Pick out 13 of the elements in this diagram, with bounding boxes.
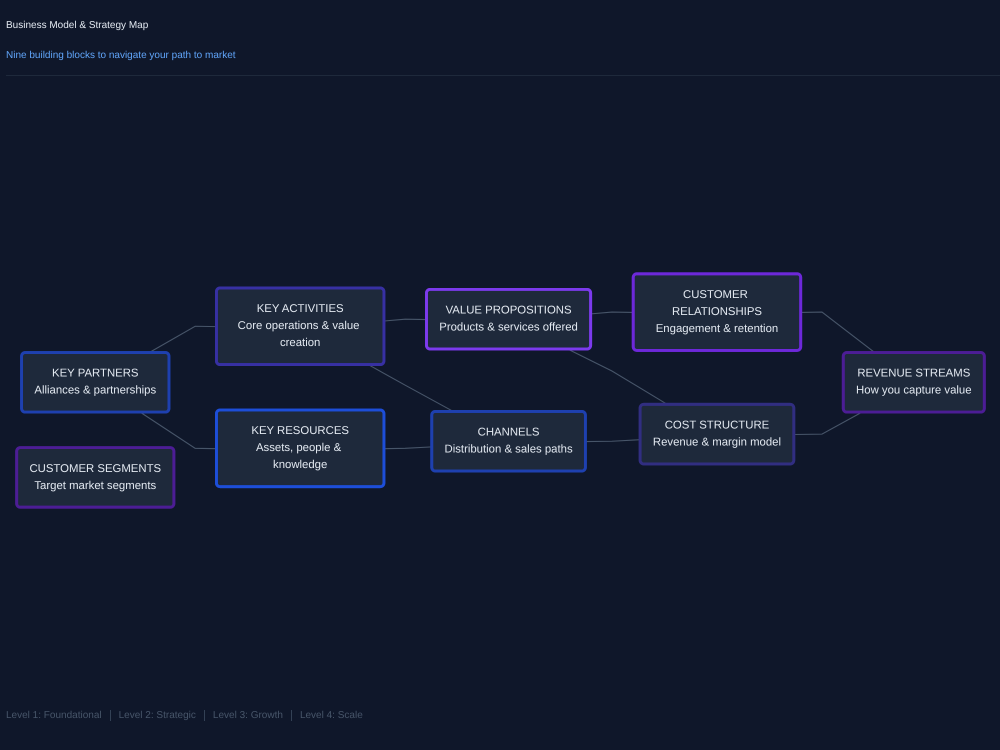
connector [794, 412, 862, 435]
level-label: Level 2: Strategic [118, 710, 196, 721]
connector [590, 311, 634, 314]
level-label: Level 4: Scale [300, 710, 363, 721]
connector [140, 412, 216, 449]
subtitle: Nine building blocks to navigate your path to market [6, 50, 236, 61]
level-label: Level 1: Foundational [6, 710, 102, 721]
connector [384, 318, 426, 321]
connector [585, 438, 640, 442]
diagram-title: Business Model & Strategy Map [6, 20, 148, 31]
connector [800, 311, 876, 353]
connector [384, 446, 432, 449]
level-label: Level 3: Growth [212, 710, 283, 721]
